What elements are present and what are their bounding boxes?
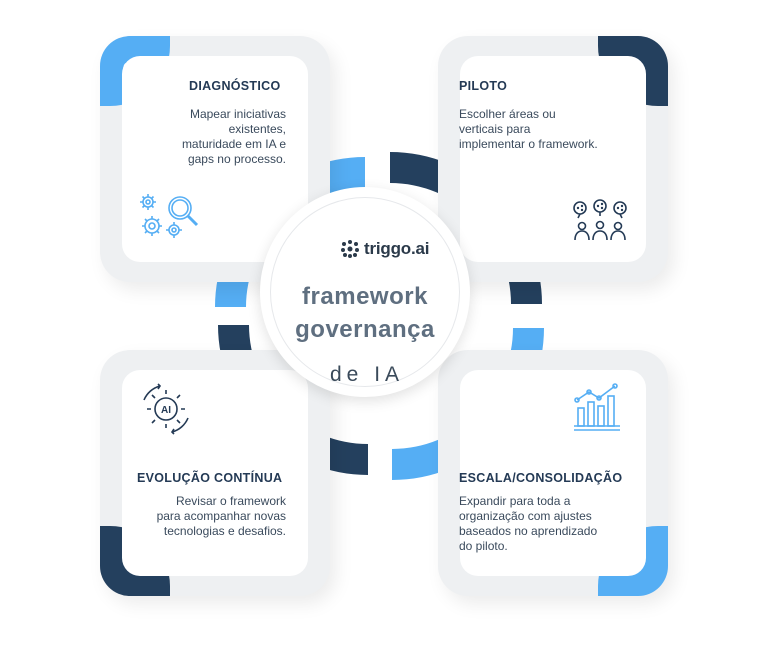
brand-logo: triggo.ai <box>340 239 429 259</box>
center-circle <box>260 187 470 397</box>
step-card-inner <box>460 370 646 576</box>
center-title-line-1: framework <box>302 283 428 310</box>
ai-cycle-icon: AI <box>143 383 189 435</box>
ai-badge-text: AI <box>161 405 171 416</box>
step-description: Escolher áreas ou verticais para impleme… <box>459 107 598 151</box>
step-description: Expandir para toda a organização com aju… <box>459 494 598 553</box>
step-card-inner <box>122 370 308 576</box>
brand-logo-text: triggo.ai <box>364 239 430 258</box>
center-title-line-2: governança <box>295 316 435 343</box>
step-title: ESCALA/CONSOLIDAÇÃO <box>459 471 623 485</box>
step-card-04: 04 <box>100 350 330 596</box>
step-description: Mapear iniciativas existentes, maturidad… <box>181 107 286 166</box>
step-title: DIAGNÓSTICO <box>189 79 281 93</box>
step-card-02: 02 <box>438 36 668 282</box>
step-card-inner <box>122 56 308 262</box>
step-description: Revisar o framework para acompanhar nova… <box>156 494 286 538</box>
team-network-icon <box>573 199 627 241</box>
center-title-line-3: de IA <box>330 363 405 386</box>
growth-chart-icon <box>574 383 620 431</box>
brain-logo-icon <box>341 240 359 258</box>
step-card-03: 03 <box>438 350 668 596</box>
gears-magnifier-icon <box>140 194 199 238</box>
step-title: EVOLUÇÃO CONTÍNUA <box>137 471 283 485</box>
center-circle-inner <box>270 197 460 387</box>
step-card-01: 01 <box>100 36 330 282</box>
step-title: PILOTO <box>459 79 508 93</box>
